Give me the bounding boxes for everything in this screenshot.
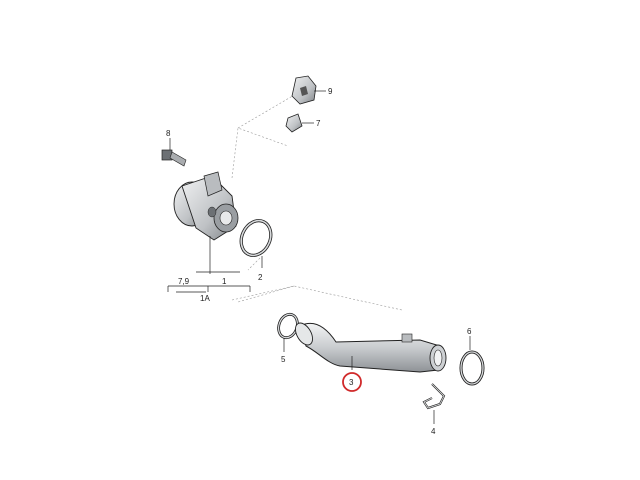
o-ring-part-6 (459, 336, 485, 386)
label-part-2: 2 (258, 273, 263, 282)
retaining-clip-part-4 (422, 383, 446, 424)
clip-part-9 (291, 75, 326, 105)
housing-assembly-part-1A (173, 171, 239, 241)
label-part-1A: 1A (200, 294, 210, 303)
label-part-8: 8 (166, 129, 171, 138)
label-part-7: 7 (316, 119, 321, 128)
gasket-part-2 (239, 219, 273, 268)
label-part-4: 4 (431, 427, 436, 436)
coolant-pipe-part-3 (295, 322, 447, 373)
highlight-circle-part-3 (342, 372, 362, 392)
label-part-5: 5 (281, 355, 286, 364)
cap-part-7 (285, 113, 314, 133)
label-part-9: 9 (328, 87, 333, 96)
assembly-guide-lines (231, 93, 403, 311)
label-part-6: 6 (467, 327, 472, 336)
label-part-3: 3 (349, 378, 354, 387)
label-part-1: 1 (222, 277, 227, 286)
group-bracket-1A (167, 236, 251, 293)
label-part-7-9: 7,9 (178, 277, 190, 286)
bolt-part-8 (161, 138, 187, 167)
part-labels: 9 7 8 2 7,9 1 1A 5 3 4 6 (166, 87, 472, 436)
